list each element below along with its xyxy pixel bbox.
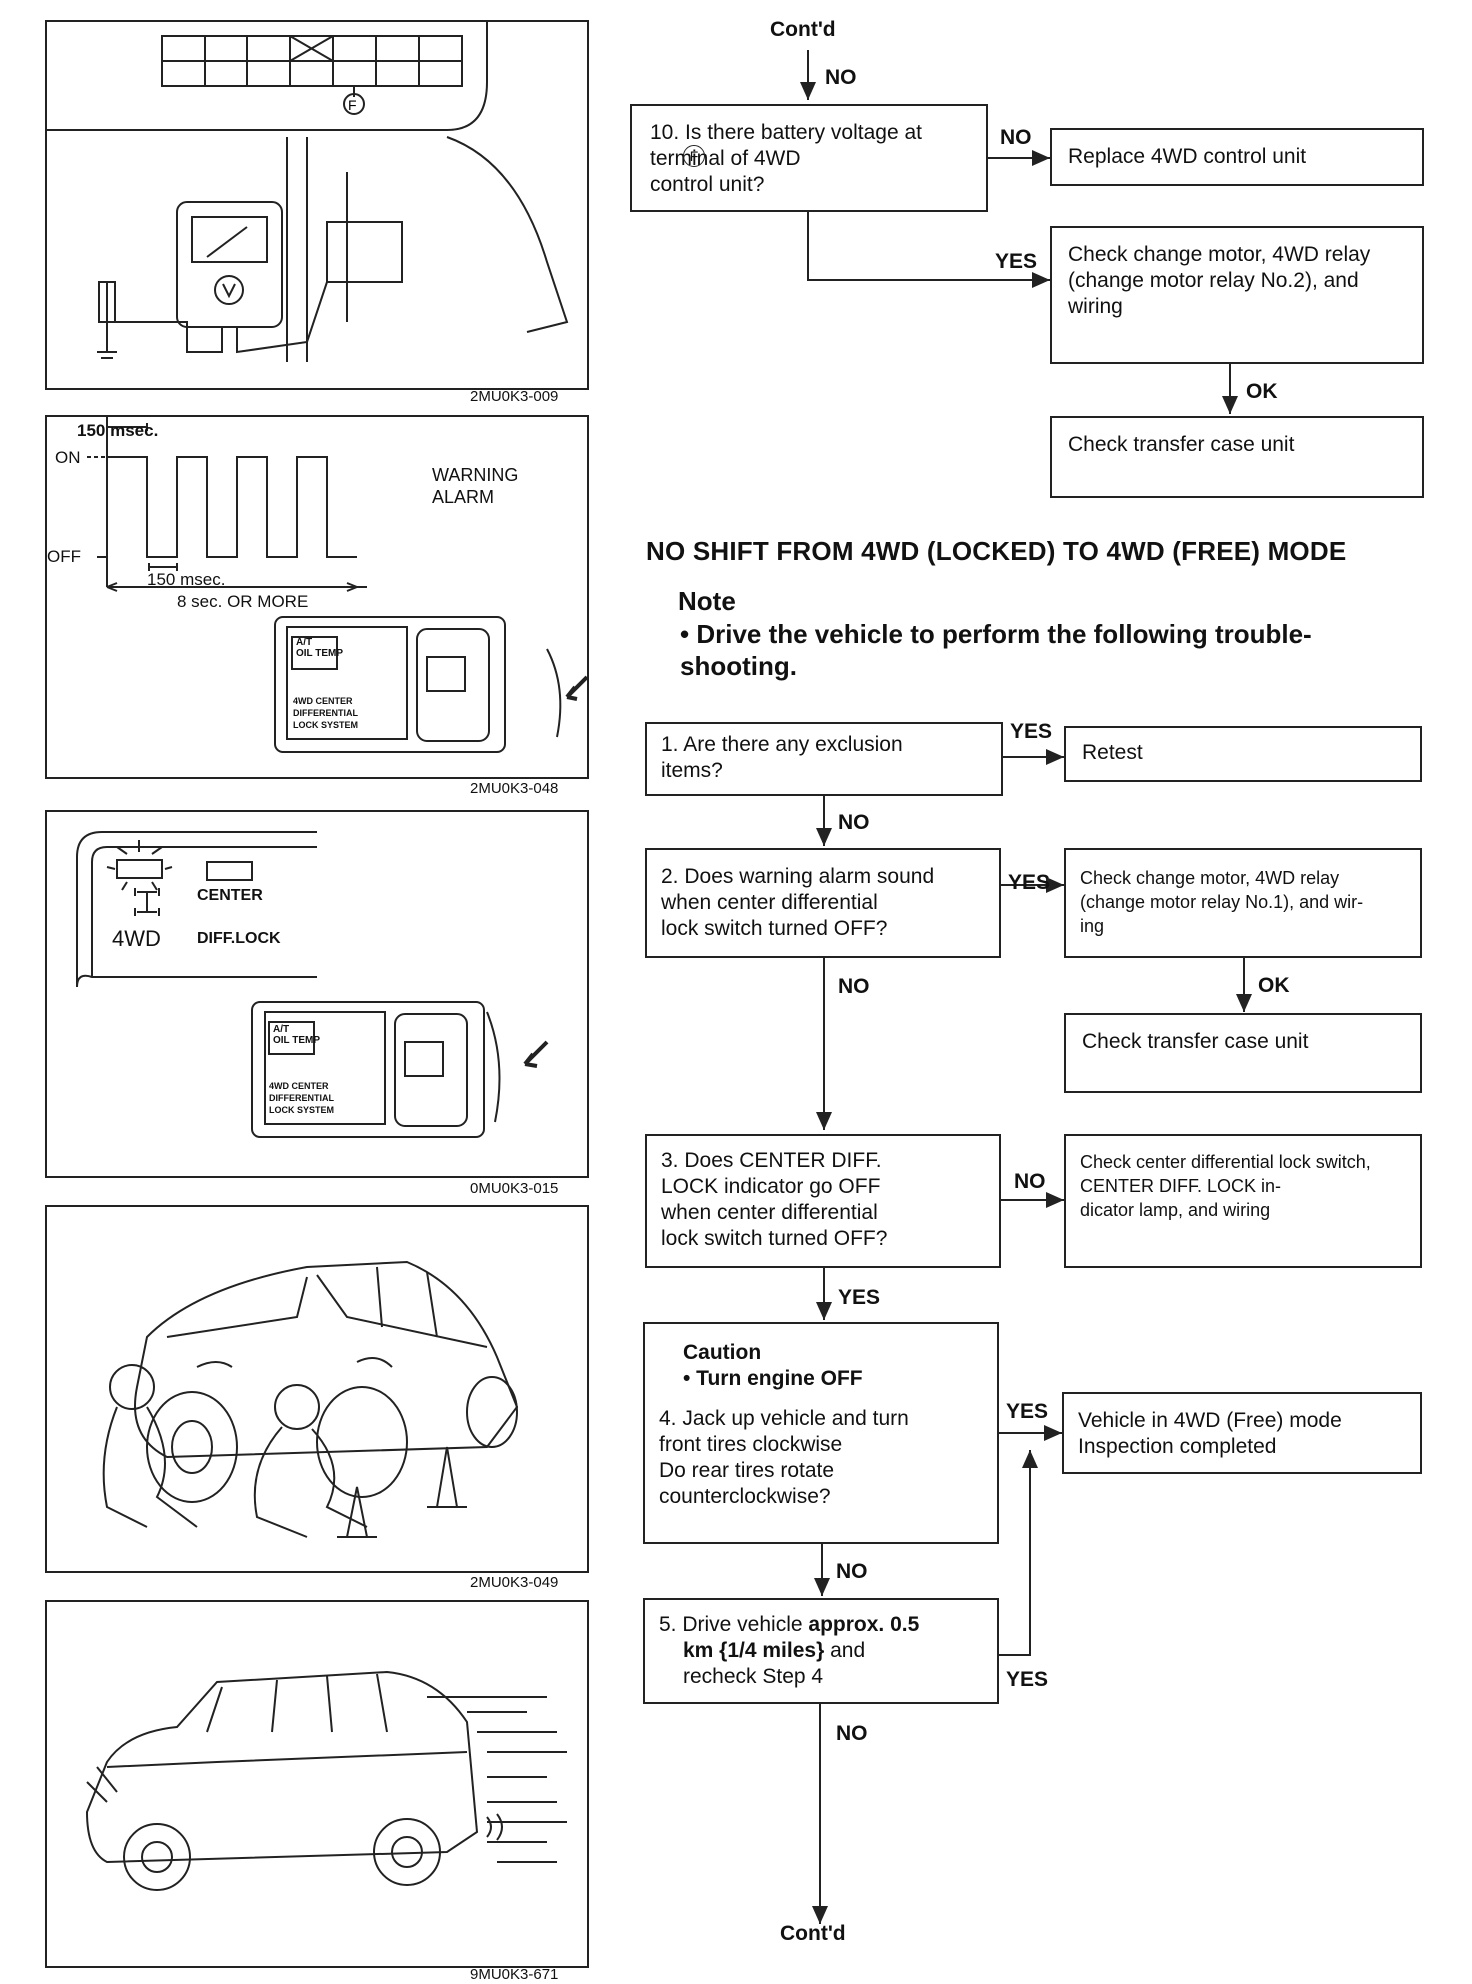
step5-text-c: km {1/4 miles} — [683, 1639, 825, 1662]
yes5-label: YES — [1006, 1668, 1049, 1691]
step1-question: 1. Are there any exclusion items? — [661, 733, 903, 782]
check-transfer2-box: Check transfer case unit — [1064, 1013, 1422, 1093]
step4-box: Caution • Turn engine OFF 4. Jack up veh… — [643, 1322, 999, 1544]
driving-vehicle-illustration — [85, 1670, 567, 1891]
pulse-gap-label: 150 msec. — [147, 570, 226, 589]
step4-question: 4. Jack up vehicle and turn front tires … — [659, 1407, 909, 1508]
step1-box: 1. Are there any exclusion items? — [645, 722, 1003, 796]
check3-box: Check center differential lock switch, C… — [1064, 1134, 1422, 1268]
figure-driving-vehicle — [45, 1600, 589, 1968]
check-transfer1-text: Check transfer case unit — [1068, 433, 1295, 456]
step2-box: 2. Does warning alarm sound when center … — [645, 848, 1001, 958]
yes10-label: YES — [995, 250, 1038, 273]
section-heading: NO SHIFT FROM 4WD (LOCKED) TO 4WD (FREE)… — [646, 536, 1347, 566]
panel3-line1: 4WD CENTER — [269, 1081, 329, 1091]
fourwd-label: 4WD — [112, 926, 161, 951]
step10-box: 10. Is there battery voltage at terminal… — [630, 104, 988, 212]
yes4-label: YES — [1006, 1400, 1049, 1423]
step5-box: 5. Drive vehicle approx. 0.5 km {1/4 mil… — [643, 1598, 999, 1704]
duration-label: 8 sec. OR MORE — [177, 592, 309, 611]
panel3-line3: LOCK SYSTEM — [269, 1105, 335, 1115]
figure3-caption: 0MU0K3-015 — [470, 1180, 559, 1197]
check2-box: Check change motor, 4WD relay (change mo… — [1064, 848, 1422, 958]
ok2-label: OK — [1258, 974, 1290, 997]
no10-label: NO — [1000, 126, 1032, 149]
step5-text-e: recheck Step 4 — [683, 1665, 824, 1688]
yes1-label: YES — [1010, 720, 1053, 743]
check2-text: Check change motor, 4WD relay (change mo… — [1080, 868, 1364, 936]
pulse-width-label: 150 msec. — [77, 421, 159, 440]
no1-label: NO — [838, 811, 870, 834]
panel-line2: DIFFERENTIAL — [293, 708, 358, 718]
figure2-caption: 2MU0K3-048 — [470, 780, 559, 797]
figure-jacked-vehicle — [45, 1205, 589, 1573]
no2-label: NO — [838, 975, 870, 998]
panel-oil-label: OIL TEMP — [296, 648, 344, 659]
center-label: CENTER — [197, 887, 263, 904]
terminal-f-label: F — [348, 97, 357, 113]
no-top-label: NO — [825, 66, 857, 89]
replace-box: Replace 4WD control unit — [1050, 128, 1424, 186]
yes3-label: YES — [838, 1286, 881, 1309]
yes2-label: YES — [1008, 871, 1051, 894]
check-motor-box: Check change motor, 4WD relay (change mo… — [1050, 226, 1424, 364]
step5-text-b: approx. 0.5 — [808, 1613, 920, 1636]
note-bullet: • Drive the vehicle to perform the follo… — [680, 619, 1312, 681]
alarm-label: ALARM — [432, 487, 495, 507]
panel3-at-label: A/T — [273, 1024, 290, 1035]
figure-center-diff-lock: CENTER DIFF.LOCK 4WD A/T OIL TEMP 4WD CE… — [45, 810, 589, 1178]
step3-box: 3. Does CENTER DIFF. LOCK indicator go O… — [645, 1134, 1001, 1268]
caution-bullet: • Turn engine OFF — [683, 1367, 863, 1390]
warning-label: WARNING — [432, 465, 519, 485]
figure4-caption: 2MU0K3-049 — [470, 1574, 559, 1591]
result4-text: Vehicle in 4WD (Free) mode Inspection co… — [1078, 1409, 1342, 1458]
difflock-label: DIFF.LOCK — [197, 930, 281, 947]
panel-line1: 4WD CENTER — [293, 696, 353, 706]
figure-warning-alarm: 150 msec. ON OFF 150 msec. 8 sec. OR MOR… — [45, 415, 589, 779]
replace-text: Replace 4WD control unit — [1068, 145, 1307, 168]
check-motor-text: Check change motor, 4WD relay (change mo… — [1068, 243, 1371, 318]
step5-text-a: 5. Drive vehicle — [659, 1613, 809, 1636]
ok1-label: OK — [1246, 380, 1278, 403]
note-title: Note — [678, 586, 736, 616]
no3-label: NO — [1014, 1170, 1046, 1193]
on-label: ON — [55, 448, 81, 467]
step2-question: 2. Does warning alarm sound when center … — [661, 865, 935, 940]
contd-bottom: Cont'd — [780, 1922, 846, 1945]
check-transfer1-box: Check transfer case unit — [1050, 416, 1424, 498]
check3-text: Check center differential lock switch, C… — [1080, 1152, 1371, 1220]
panel3-oil-label: OIL TEMP — [273, 1035, 321, 1046]
step10-terminal-icon: F — [683, 145, 705, 167]
step3-question: 3. Does CENTER DIFF. LOCK indicator go O… — [661, 1149, 888, 1250]
figure5-caption: 9MU0K3-671 — [470, 1966, 559, 1983]
contd-top: Cont'd — [770, 18, 836, 41]
panel-at-label: A/T — [296, 637, 313, 648]
voltmeter-illustration: F — [47, 22, 569, 362]
panel3-line2: DIFFERENTIAL — [269, 1093, 334, 1103]
no5-label: NO — [836, 1722, 868, 1745]
step5-text-d: and — [824, 1639, 866, 1662]
jacked-vehicle-illustration — [102, 1260, 519, 1538]
caution-title: Caution — [683, 1341, 762, 1364]
retest-text: Retest — [1082, 741, 1143, 764]
result4-box: Vehicle in 4WD (Free) mode Inspection co… — [1062, 1392, 1422, 1474]
retest-box: Retest — [1064, 726, 1422, 782]
figure1-caption: 2MU0K3-009 — [470, 388, 559, 405]
figure-voltmeter: F — [45, 20, 589, 390]
center-diff-lock-diagram — [76, 831, 549, 1138]
no4-label: NO — [836, 1560, 868, 1583]
off-label: OFF — [47, 547, 81, 566]
panel-line3: LOCK SYSTEM — [293, 720, 359, 730]
warning-alarm-diagram — [87, 417, 589, 753]
check-transfer2-text: Check transfer case unit — [1082, 1030, 1309, 1053]
